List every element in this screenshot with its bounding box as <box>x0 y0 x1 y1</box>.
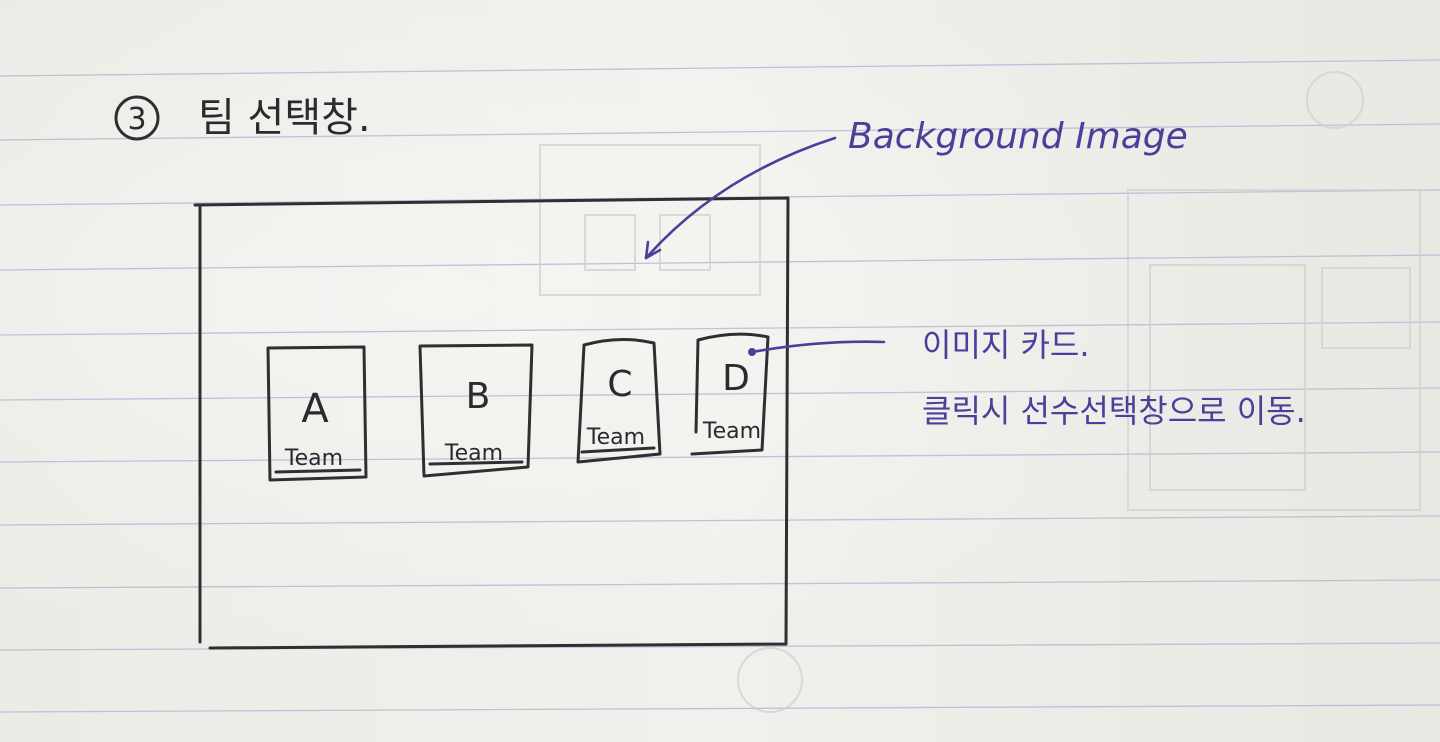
screen-frame <box>193 196 790 650</box>
bleed-through-sketch <box>539 71 1421 713</box>
card-label: Team <box>702 419 761 444</box>
circled-number-icon <box>114 95 160 141</box>
card-label: Team <box>586 425 645 450</box>
card-letter: C <box>607 364 632 405</box>
team-card-b[interactable]: B Team <box>418 343 534 478</box>
heading-number: 3 <box>127 102 146 137</box>
arrow-line <box>644 136 837 260</box>
card-letter: A <box>301 386 329 432</box>
card-annotation: 이미지 카드. 클릭시 선수선택창으로 이동. <box>748 326 1306 430</box>
arrowhead-icon <box>644 240 662 260</box>
team-card-c[interactable]: C Team <box>576 337 662 464</box>
card-letter: B <box>466 376 491 417</box>
background-annotation: Background Image <box>644 116 1188 260</box>
card-annotation-line-1: 이미지 카드. <box>922 326 1090 364</box>
pointer-line <box>750 340 886 354</box>
card-annotation-line-2: 클릭시 선수선택창으로 이동. <box>922 392 1306 430</box>
background-annotation-label: Background Image <box>848 116 1188 157</box>
heading-title: 팀 선택창. <box>198 95 371 141</box>
heading: 3 팀 선택창. <box>114 95 371 141</box>
ruled-lines <box>0 59 1440 713</box>
team-card-d[interactable]: D Team <box>690 332 770 456</box>
card-letter: D <box>722 358 750 399</box>
team-card-a[interactable]: A Team <box>266 345 368 482</box>
card-label: Team <box>284 446 343 471</box>
